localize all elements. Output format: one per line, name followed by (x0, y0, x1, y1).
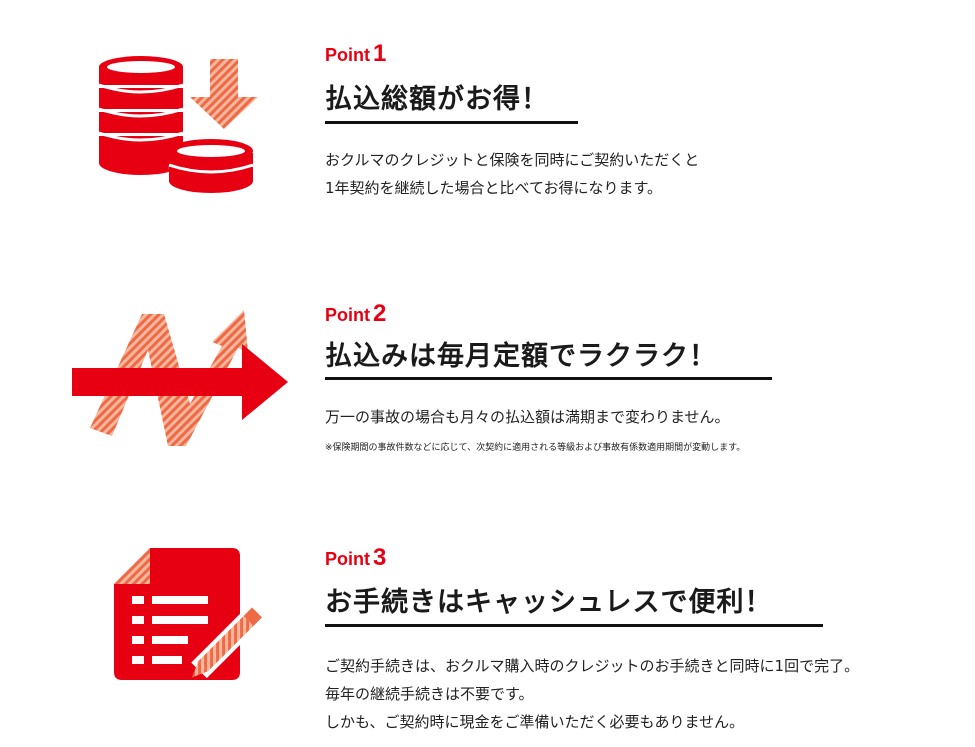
description-line: 毎年の継続手続きは不要です。 (325, 685, 534, 703)
point-number: 1 (373, 40, 387, 67)
point-3-title: お手続きはキャッシュレスで便利！ (325, 587, 773, 618)
description-line: ご契約手続きは、おクルマ購入時のクレジットのお手続きと同時に1回で完了。 (325, 657, 860, 675)
point-word: Point (325, 549, 370, 569)
point-number: 3 (373, 544, 387, 571)
document-pencil-icon (110, 546, 270, 682)
point-word: Point (325, 305, 370, 325)
description-line: しかも、ご契約時に現金をご準備いただく必要もありません。 (325, 713, 745, 731)
flat-arrow-zigzag-icon (72, 306, 290, 456)
point-2-footnote: ※保険期間の事故件数などに応じて、次契約に適用される等級および事故有係数適用期間… (325, 443, 746, 453)
description-line: 万一の事故の場合も月々の払込額は満期まで変わりません。 (325, 408, 730, 426)
description-line: 1年契約を継続した場合と比べてお得になります。 (325, 179, 662, 197)
point-word: Point (325, 45, 370, 65)
point-1-description: おクルマのクレジットと保険を同時にご契約いただくと 1年契約を継続した場合と比べ… (325, 146, 699, 202)
point-number: 2 (373, 300, 387, 327)
point-2-title: 払込みは毎月定額でラクラク！ (325, 341, 717, 372)
point-1-underline (325, 121, 578, 124)
point-1-title: 払込総額がお得！ (325, 84, 549, 115)
description-line: おクルマのクレジットと保険を同時にご契約いただくと (325, 151, 700, 169)
point-2-description: 万一の事故の場合も月々の払込額は満期まで変わりません。 (325, 403, 730, 431)
point-3-underline (325, 624, 823, 627)
point-2-underline (325, 377, 772, 380)
point-3-description: ご契約手続きは、おクルマ購入時のクレジットのお手続きと同時に1回で完了。 毎年の… (325, 652, 859, 736)
coins-down-arrow-icon (98, 55, 268, 195)
